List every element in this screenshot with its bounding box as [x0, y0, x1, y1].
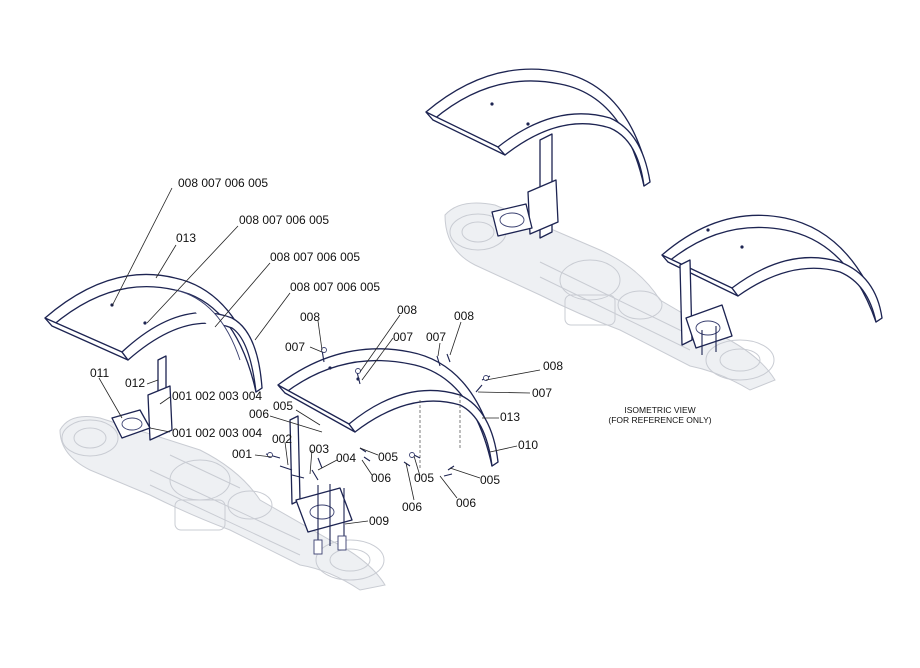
callout-001-004-lower: 001 002 003 004 — [172, 426, 263, 440]
ghost-axle-right — [444, 202, 776, 391]
callout-003: 003 — [309, 442, 330, 456]
fender-left-assembled — [44, 273, 263, 441]
callout-007-b: 007 — [393, 330, 414, 344]
callout-006-b: 006 — [371, 471, 392, 485]
ghost-axle-left — [59, 416, 386, 591]
callout-010: 010 — [518, 438, 539, 452]
callout-005-d: 005 — [480, 473, 501, 487]
callout-001-004-upper: 001 002 003 004 — [172, 389, 263, 403]
callout-007-d: 007 — [532, 386, 553, 400]
callout-005-b: 005 — [378, 450, 399, 464]
callout-004: 004 — [336, 451, 357, 465]
callout-009: 009 — [369, 514, 390, 528]
isometric-note-line1: ISOMETRIC VIEW — [624, 405, 696, 415]
callout-007-a: 007 — [285, 340, 306, 354]
callout-008-d: 008 — [543, 359, 564, 373]
leader-lines — [98, 187, 541, 525]
callout-001: 001 — [232, 447, 253, 461]
callout-013-mid: 013 — [500, 410, 521, 424]
callout-006-d: 006 — [456, 496, 477, 510]
fender-iso-top — [425, 68, 651, 239]
callout-006-a: 006 — [249, 407, 270, 421]
callout-012: 012 — [125, 376, 146, 390]
callout-top-3: 008 007 006 005 — [270, 250, 361, 264]
fender-iso-right — [661, 214, 883, 355]
callout-002: 002 — [272, 432, 293, 446]
callout-008-a: 008 — [300, 310, 321, 324]
isometric-note-line2: (FOR REFERENCE ONLY) — [608, 415, 712, 425]
callout-011: 011 — [90, 366, 110, 380]
callout-top-1: 008 007 006 005 — [178, 176, 269, 190]
callout-005-c: 005 — [414, 471, 435, 485]
callout-005-a: 005 — [273, 399, 294, 413]
callout-007-c: 007 — [426, 330, 447, 344]
callout-006-c: 006 — [402, 500, 423, 514]
isometric-note: ISOMETRIC VIEW (FOR REFERENCE ONLY) — [600, 405, 720, 425]
callout-top-4: 008 007 006 005 — [290, 280, 381, 294]
callout-top-2: 008 007 006 005 — [239, 213, 330, 227]
fasteners — [265, 347, 491, 481]
callout-013-left: 013 — [176, 231, 197, 245]
callout-008-c: 008 — [454, 309, 475, 323]
callout-008-b: 008 — [397, 303, 418, 317]
